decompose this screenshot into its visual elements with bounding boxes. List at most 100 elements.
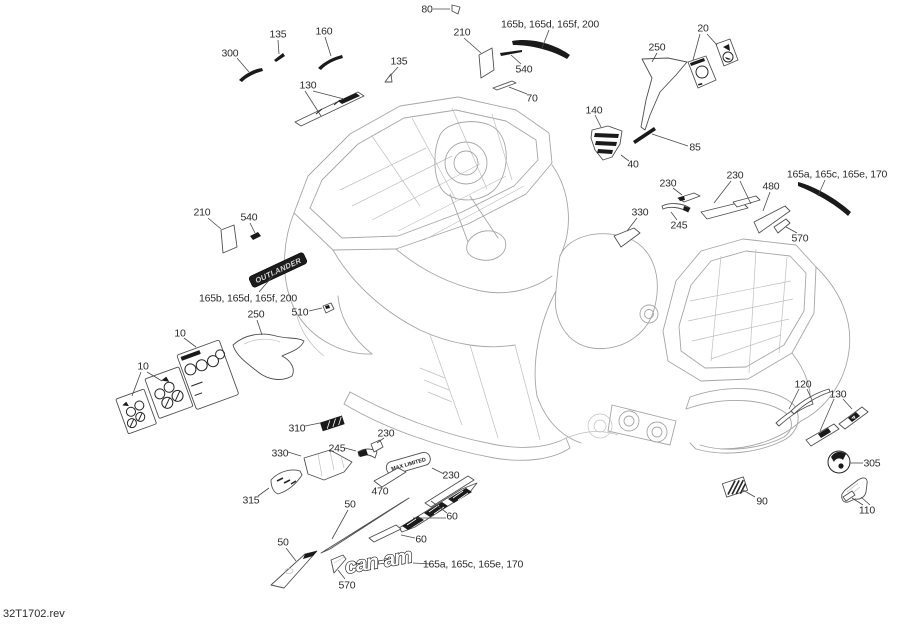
decal-210-left [220,224,238,254]
decal-50-stripe [320,497,410,554]
leader-line [388,66,399,78]
callout-label-540: 540 [516,64,533,76]
callout-label-85: 85 [689,142,701,154]
warning-triangle-icon [723,44,730,51]
decal-540-top [500,50,522,56]
callout-label-165a-165c-165e-170: 165a, 165c, 165e, 170 [423,559,524,571]
decal-310 [319,415,345,432]
leader-line [739,180,752,205]
leader-line [131,371,142,397]
vehicle-sketch [284,96,851,461]
callout-label-60: 60 [446,511,458,523]
callout-label-130: 130 [300,80,317,92]
brp-roundel-icon [827,450,851,474]
leader-line [308,307,323,312]
callout-label-60: 60 [415,534,427,546]
leader-line [541,29,550,49]
leader-line [376,437,385,444]
decal-outlander-banner: OUTLANDER [248,252,308,288]
callout-label-140: 140 [586,105,603,117]
prohibition-circle-icon [171,389,184,402]
part-110-cylinder [841,477,868,503]
leader-line [277,39,280,55]
prohibition-circle-icon [184,363,197,376]
leader-line [344,447,357,452]
leader-line [626,217,638,232]
callout-label-250: 250 [248,309,265,321]
leader-line [337,569,346,580]
prohibition-circle-icon [215,349,226,360]
decal-210-top [478,47,495,79]
warning-label-card-10-small [115,388,157,435]
prohibition-circle-icon [134,400,145,411]
leader-line [510,54,522,65]
decal-140-badge [590,125,623,161]
callout-label-165b-165d-165f-200: 165b, 165d, 165f, 200 [501,19,599,31]
decal-250-left-wing [232,333,305,380]
leader-line [412,562,432,565]
callout-label-165a-165c-165e-170: 165a, 165c, 165e, 170 [787,169,888,181]
decal-70 [492,80,517,91]
callout-label-315: 315 [243,495,260,507]
warning-triangle-icon [122,401,129,407]
leader-line [463,37,482,54]
leader-line [304,90,322,117]
warning-label-card-10-mid [144,366,194,419]
drawing-reference: 32T1702.rev [3,608,65,620]
decal-60-kit [398,475,478,533]
decal-570-right [773,218,791,234]
leader-line [819,398,835,432]
decal-165a-swoosh-right [798,182,851,216]
callout-label-245: 245 [671,220,688,232]
decal-50-lower [270,550,318,589]
decal-510 [322,302,335,314]
decal-470 [373,467,407,488]
warning-label-card-10-large [176,339,239,410]
callout-label-570: 570 [339,580,356,592]
callout-label-300: 300 [222,48,239,60]
leader-line [670,211,678,221]
callout-label-245: 245 [329,443,346,455]
callout-label-165b-165d-165f-200: 165b, 165d, 165f, 200 [199,293,297,305]
leader-line [331,509,349,540]
decal-130-strip-top [294,91,365,127]
decal-165b-swoosh-top [512,40,570,59]
callout-label-50: 50 [277,537,289,549]
leader-line [249,222,256,234]
leader-line [287,451,302,457]
leader-line [431,467,445,475]
prohibition-circle-icon [722,51,734,63]
leader-line [860,496,871,506]
leader-line [672,187,683,196]
callout-label-480: 480 [763,181,780,193]
leader-line [304,422,321,427]
callout-label-230: 230 [660,178,677,190]
decal-160 [318,55,343,70]
leader-line [256,319,263,336]
warning-triangle-icon [161,376,170,382]
outlander-banner-text: OUTLANDER [254,256,303,285]
callout-label-90: 90 [756,496,768,508]
leader-line [324,36,332,57]
callout-label-40: 40 [627,159,639,171]
leader-line [285,547,297,562]
callout-label-80: 80 [421,4,433,16]
prohibition-circle-icon [154,388,166,400]
prohibition-circle-icon [206,355,219,368]
callout-label-210: 210 [194,207,211,219]
leader-line [257,487,270,497]
decal-230-lower-small [370,439,384,453]
callout-label-310: 310 [289,423,306,435]
leader-line [258,270,278,293]
leader-line [183,337,197,348]
callout-label-470: 470 [372,486,389,498]
callout-label-330: 330 [272,448,289,460]
decal-230-strip-2 [732,195,761,208]
leader-line [842,398,853,410]
decal-250-right [640,57,688,131]
leader-line [620,154,630,162]
leader-line [788,388,800,410]
prohibition-circle-icon [135,411,146,422]
callout-label-10: 10 [137,361,149,373]
